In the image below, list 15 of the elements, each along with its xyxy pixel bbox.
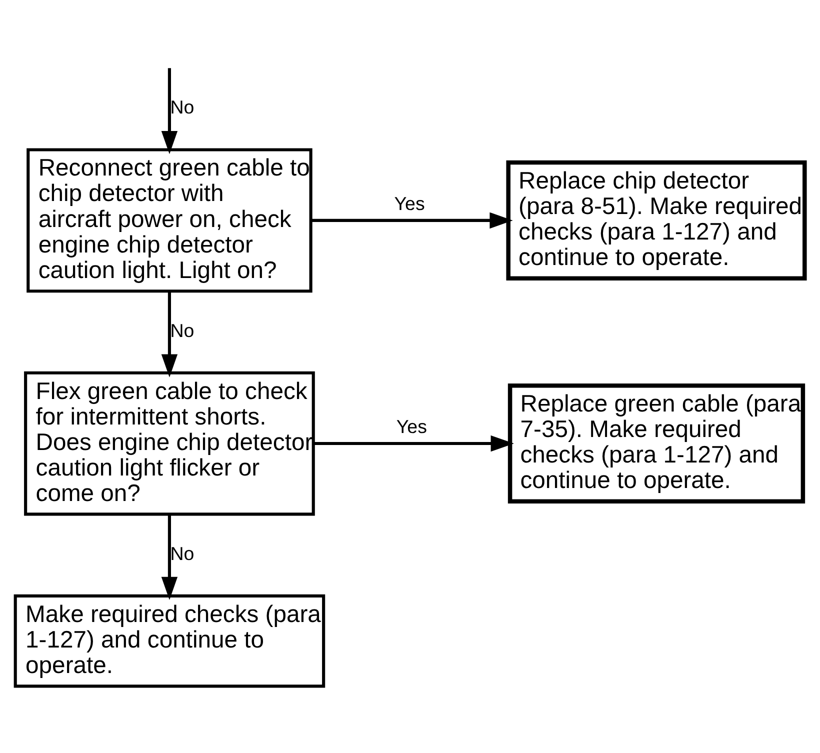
edge-label: No (170, 542, 194, 564)
edge-label: Yes (394, 192, 425, 214)
arrow (311, 212, 513, 229)
edge-label: No (170, 96, 194, 118)
edge-label: No (170, 320, 194, 341)
arrow (161, 292, 178, 378)
arrow (314, 435, 514, 452)
node-box: Reconnect green cable to chip detector with aircraft power on, check engine chip detector caution light. Light on? (26, 148, 312, 293)
node-box: Flex green cable to check for intermittent shorts. Does engine chip detector caution light flicker or come on? (24, 371, 315, 516)
node-box: Make required checks (para 1-127) and continue to operate. (14, 594, 326, 688)
arrow (161, 68, 178, 154)
edge-label: Yes (396, 416, 427, 437)
arrow (161, 514, 178, 600)
node-box: Replace chip detector (para 8-51). Make required checks (para 1-127) and continue to operate. (506, 160, 807, 280)
node-box: Replace green cable (para 7-35). Make required checks (para 1-127) and continue to operate. (508, 384, 806, 504)
